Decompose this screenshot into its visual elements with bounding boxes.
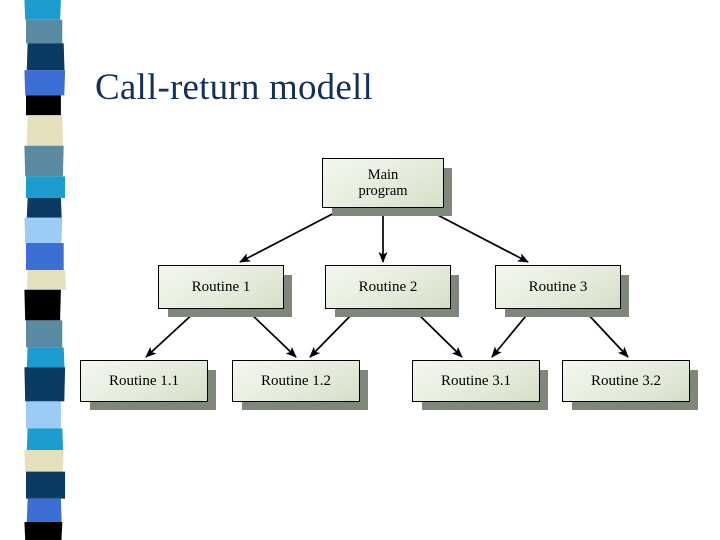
edge-main-to-routine-3 [427,209,529,263]
node-routine-3[interactable]: Routine 3 [495,265,621,309]
edge-main-to-routine-1 [239,209,341,263]
node-routine-1-2[interactable]: Routine 1.2 [232,360,360,402]
node-label: Routine 3.2 [591,372,661,389]
page-title: Call-return modell [95,67,373,108]
node-label: Routine 1.2 [261,372,331,389]
node-label: Routine 1 [191,278,251,295]
node-label-line2: program [358,183,408,199]
node-routine-1[interactable]: Routine 1 [158,265,284,309]
node-label: Routine 1.1 [109,372,179,389]
edge-routine-3-to-3-2 [584,310,629,358]
edge-routine-1-to-1-2 [247,310,297,358]
edge-routine-1-to-1-1 [145,310,197,358]
edge-routine-2-to-3-1 [414,310,463,358]
node-routine-1-1[interactable]: Routine 1.1 [80,360,208,402]
edge-routine-2-to-1-2 [309,310,356,358]
node-routine-2[interactable]: Routine 2 [325,265,451,309]
node-routine-3-2[interactable]: Routine 3.2 [562,360,690,402]
node-routine-3-1[interactable]: Routine 3.1 [412,360,540,402]
node-label-line1: Main [367,166,399,183]
edge-routine-3-to-3-1 [491,310,531,358]
node-label: Routine 3 [528,278,588,295]
node-label: Routine 2 [358,278,418,295]
node-label: Routine 3.1 [441,372,511,389]
